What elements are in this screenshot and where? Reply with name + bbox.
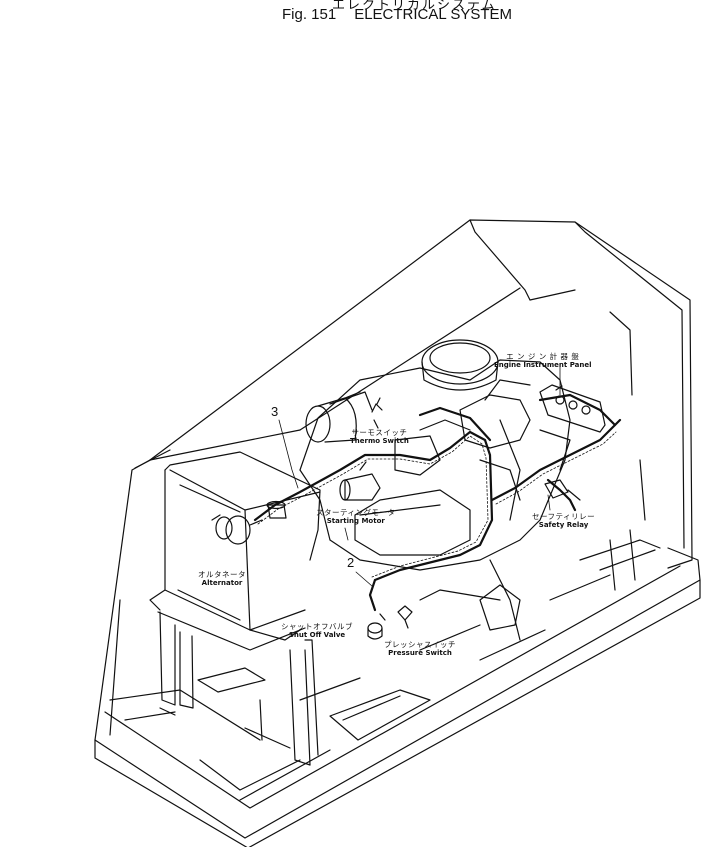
figure-number: Fig. 151: [282, 6, 337, 23]
thermo-switch: [371, 397, 383, 429]
label-safety-relay: セーフティリレー Safety Relay: [532, 512, 596, 529]
base-skid: [94, 539, 701, 847]
label-shut-off-valve: シャットオフバルブ Shut Off Valve: [281, 622, 353, 639]
turbocharger: [305, 391, 373, 443]
figure-title: Fig. 151 ELECTRICAL SYSTEM: [282, 6, 530, 23]
enclosure-canopy: [94, 219, 693, 741]
alternator: [211, 514, 263, 545]
label-engine-instrument-panel: エ ン ジ ン 計 器 盤 Engine Instrument Panel: [494, 352, 592, 369]
title-japanese: エレクトリカルシステム: [332, 0, 497, 13]
label-alternator: オルタネータ Alternator: [198, 570, 246, 587]
callout-number-3: 3: [271, 404, 279, 419]
shut-off-valve: [367, 613, 386, 640]
air-cleaner: [421, 339, 499, 391]
starting-motor: [339, 461, 381, 501]
wiring-harness: [253, 393, 622, 612]
engine-block: [299, 359, 571, 641]
figure-caption: ELECTRICAL SYSTEM: [354, 6, 513, 23]
label-starting-motor: スターティングモータ Starting Motor: [316, 508, 396, 525]
label-pressure-switch: プレッシャスイッチ Pressure Switch: [384, 640, 456, 657]
frame-rails: [299, 459, 646, 701]
safety-relay: [544, 479, 581, 501]
radiator: [149, 451, 321, 766]
pressure-switch: [397, 605, 413, 629]
engine-instrument-panel: [539, 384, 606, 433]
leader-lines: [278, 365, 561, 587]
label-thermo-switch: サーモスイッチ Thermo Switch: [350, 428, 409, 445]
wiring-harness-braid: [257, 431, 617, 578]
callout-number-2: 2: [347, 555, 355, 570]
